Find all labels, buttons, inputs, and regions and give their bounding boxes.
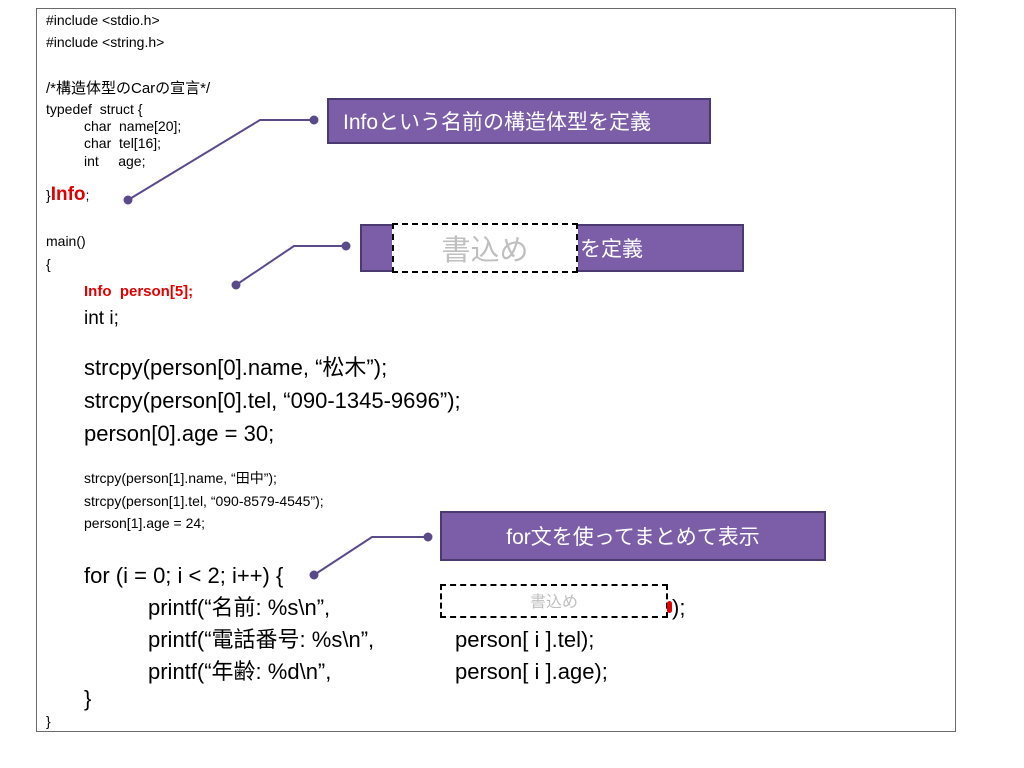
code-printf-age: printf(“年齢: %d\n”,	[148, 659, 332, 684]
printf-blank-placeholder: 書込め	[529, 594, 578, 611]
array-blank-placeholder: 書込め	[441, 235, 529, 267]
code-p0-name: strcpy(person[0].name, “松木”);	[84, 355, 388, 380]
code-p1-tel: strcpy(person[1].tel, “090-8579-4545”);	[84, 493, 324, 509]
connector-array-dot-start	[231, 280, 241, 290]
code-p1-age: person[1].age = 24;	[84, 515, 206, 531]
code-var-person: Info person[5];	[84, 283, 194, 300]
code-for-close: }	[84, 686, 92, 711]
connector-for-dot-start	[309, 570, 319, 580]
code-typedef-close: }Info;	[46, 184, 89, 206]
code-var-i: int i;	[84, 308, 119, 329]
code-typedef-open: typedef struct {	[46, 101, 143, 117]
code-for-line: for (i = 0; i < 2; i++) {	[84, 563, 284, 588]
code-arg-age: person[ i ].age);	[455, 659, 608, 684]
connector-array	[235, 245, 346, 286]
callout-for: for文を使ってまとめて表示	[440, 511, 826, 561]
callout-array-text: を定義	[580, 238, 643, 261]
code-field-age: int age;	[84, 153, 146, 169]
code-main-close: }	[46, 713, 51, 729]
code-field-name: char name[20];	[84, 118, 182, 134]
code-p1-name: strcpy(person[1].name, “田中”);	[84, 470, 277, 486]
array-blank-box[interactable]: 書込め	[392, 223, 578, 273]
connector-array-dot-end	[341, 241, 351, 251]
code-semicolon: ;	[85, 187, 90, 203]
code-close-brace: }	[46, 187, 51, 203]
code-include-stdio: #include <stdio.h>	[46, 12, 160, 28]
code-main-decl: main()	[46, 233, 86, 249]
code-field-tel: char tel[16];	[84, 135, 162, 151]
code-include-string: #include <string.h>	[46, 34, 165, 50]
printf-blank-box[interactable]: 書込め	[440, 584, 668, 618]
code-printf-name-end: );	[672, 595, 686, 620]
connector-for	[313, 536, 428, 576]
slide-frame	[36, 8, 956, 732]
code-printf-tel: printf(“電話番号: %s\n”,	[148, 627, 375, 652]
red-marker	[667, 601, 672, 613]
connector-typedef-dot-start	[123, 195, 133, 205]
callout-typedef: Infoという名前の構造体型を定義	[327, 98, 711, 144]
code-main-open: {	[46, 256, 51, 272]
connector-for-dot-end	[423, 532, 433, 542]
code-arg-tel: person[ i ].tel);	[455, 627, 595, 652]
code-printf-name: printf(“名前: %s\n”,	[148, 595, 331, 620]
code-type-name: Info	[50, 184, 86, 205]
callout-for-text: for文を使ってまとめて表示	[506, 526, 760, 549]
code-comment: /*構造体型のCarの宣言*/	[46, 80, 211, 97]
connector-typedef-dot-end	[309, 115, 319, 125]
connector-typedef	[127, 119, 314, 201]
code-p0-tel: strcpy(person[0].tel, “090-1345-9696”);	[84, 388, 461, 413]
code-p0-age: person[0].age = 30;	[84, 421, 275, 446]
callout-typedef-text: Infoという名前の構造体型を定義	[343, 111, 652, 134]
